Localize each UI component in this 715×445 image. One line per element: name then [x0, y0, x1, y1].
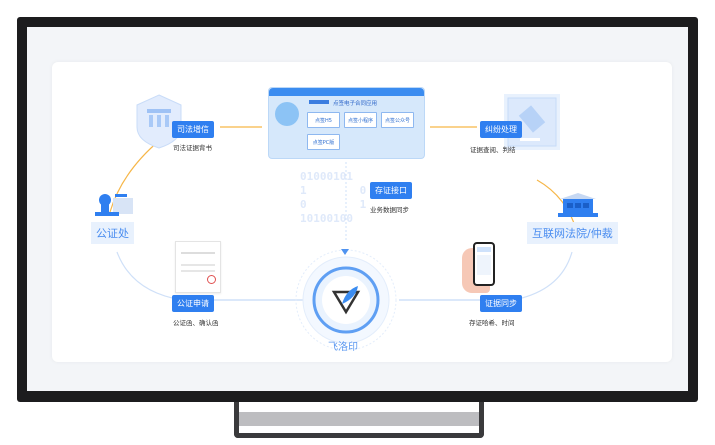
court-caption: 存证哈希、时间 — [469, 319, 515, 327]
tv-stand — [234, 402, 484, 438]
center-brand-label: 飞洛印 — [328, 342, 358, 353]
dispute-caption: 证据查阅、判结 — [470, 146, 516, 154]
app-title: 点签电子合同应用 — [333, 101, 378, 107]
app-button-h5[interactable]: 点签H5 — [307, 112, 340, 128]
notary-caption: 公证函、确认函 — [173, 319, 219, 327]
feiluoyin-logo-icon — [331, 286, 361, 315]
binary-decoration: 01000101 1 0 0 1 10100100 — [300, 170, 367, 226]
judicial-caption: 司法证据背书 — [173, 144, 212, 152]
mascot-avatar — [275, 102, 299, 126]
internet-court-label: 互联网法院/仲裁 — [527, 222, 618, 244]
dispute-tag: 纠纷处理 — [480, 121, 522, 138]
judicial-tag: 司法增信 — [172, 121, 214, 138]
notary-office-label: 公证处 — [91, 222, 134, 244]
stamp-icon — [95, 194, 133, 216]
binary-line: 10100100 — [300, 212, 353, 225]
storage-interface-tag: 存证接口 — [370, 182, 412, 199]
app-button-official-account[interactable]: 点签公众号 — [381, 112, 414, 128]
phone-image — [473, 242, 495, 286]
court-building-icon — [558, 193, 598, 217]
arrow-down-icon — [341, 249, 349, 255]
notary-application-tag: 公证申请 — [172, 295, 214, 312]
evidence-sync-tag: 证据同步 — [480, 295, 522, 312]
storage-caption: 业务数据同步 — [370, 206, 409, 214]
tv-stand-bar — [236, 412, 482, 426]
e-contract-app-mock: 点签电子合同应用 点签H5 点签小程序 点签公众号 点签PC版 — [268, 87, 425, 159]
app-button-miniprogram[interactable]: 点签小程序 — [344, 112, 377, 128]
app-button-pc[interactable]: 点签PC版 — [307, 134, 340, 150]
notary-document-image — [175, 241, 221, 293]
binary-line: 01000101 — [300, 170, 353, 183]
binary-line: 1 0 — [300, 184, 367, 197]
binary-line: 0 1 — [300, 198, 367, 211]
